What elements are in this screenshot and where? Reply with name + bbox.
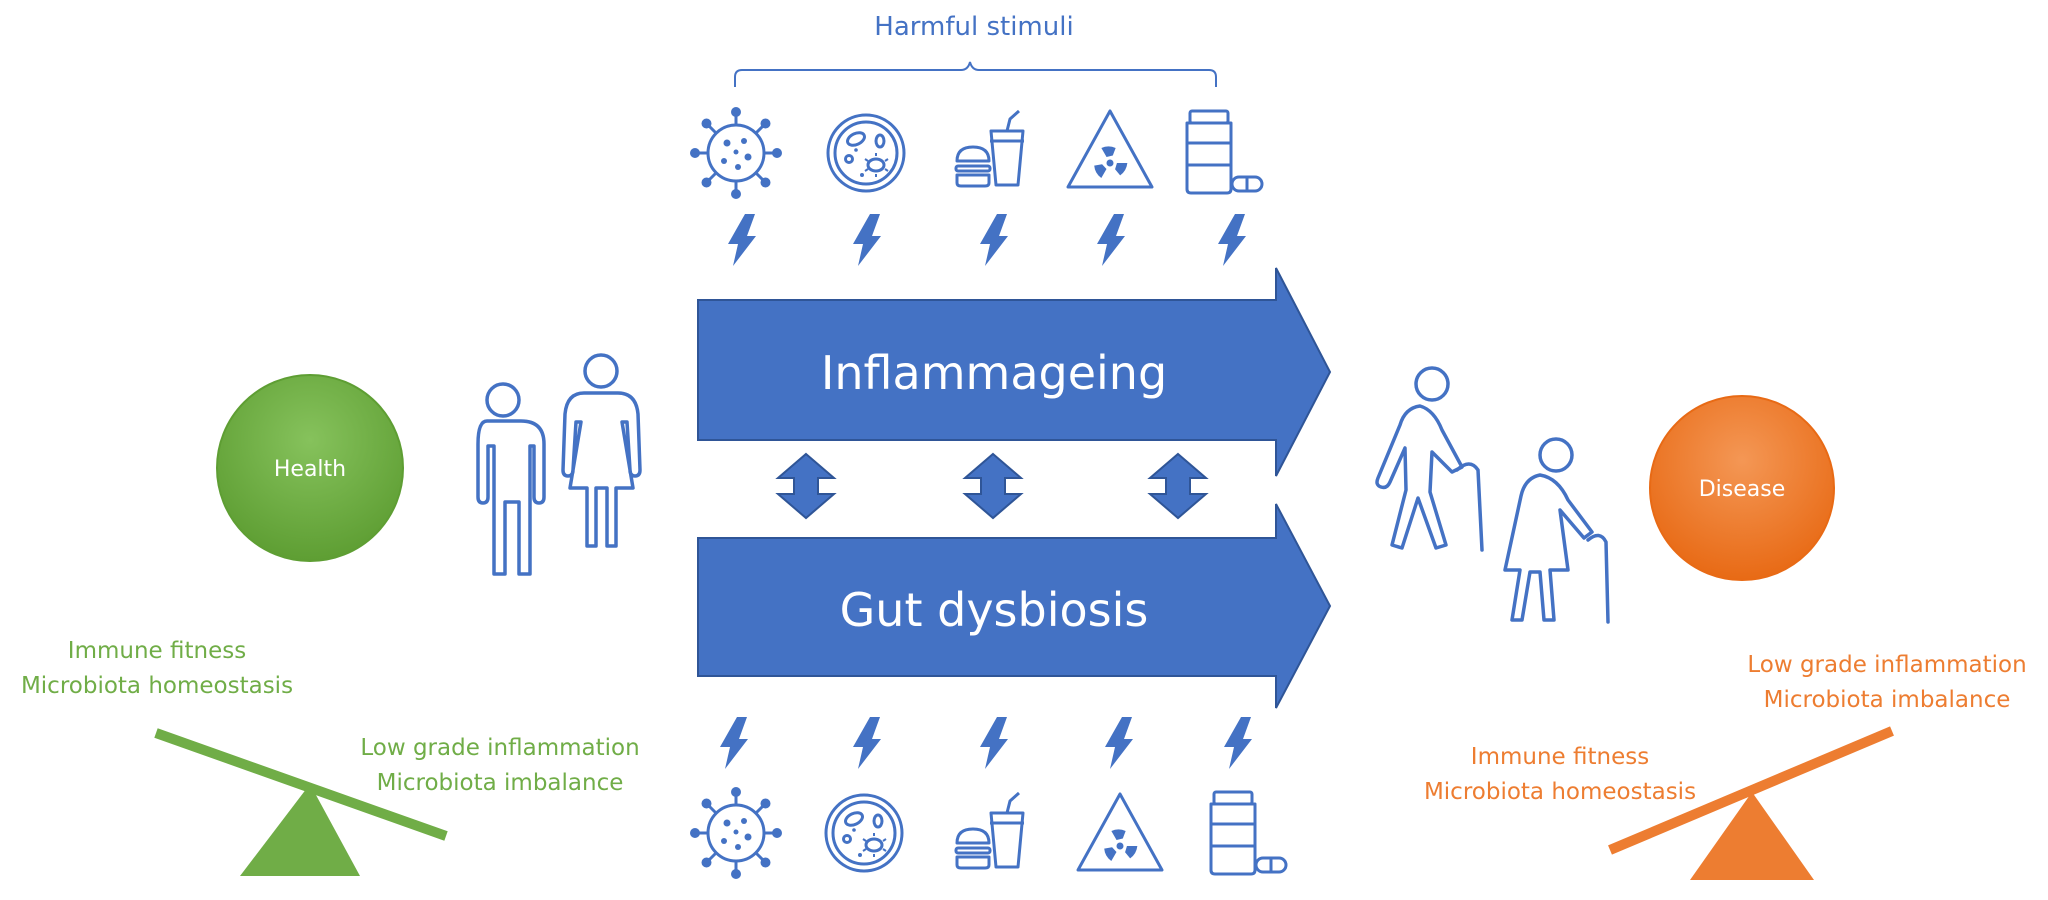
lightning-icon xyxy=(728,214,756,266)
bidirectional-arrow-icon xyxy=(964,453,1022,519)
bacteria-petri-dish-icon xyxy=(826,113,906,193)
bacteria-petri-dish-icon xyxy=(824,793,904,873)
bidirectional-arrow-icon xyxy=(777,453,835,519)
microbiota-imbalance-text: Microbiota imbalance xyxy=(376,770,624,796)
immune-fitness-text: Immune fitness xyxy=(67,638,247,664)
inflammageing-label: Inflammageing xyxy=(820,346,1168,400)
right-seesaw-beam xyxy=(1608,726,1894,855)
virus-icon xyxy=(690,787,782,879)
left-seesaw-beam xyxy=(154,728,448,841)
disease-label: Disease xyxy=(1698,477,1786,502)
low-grade-inflammation-text: Low grade inflammation xyxy=(360,735,640,761)
gut-dysbiosis-label: Gut dysbiosis xyxy=(839,583,1149,637)
left-seesaw-fulcrum xyxy=(240,784,360,876)
elderly-woman-icon xyxy=(1503,437,1610,624)
fast-food-icon xyxy=(954,109,1026,188)
lightning-icon xyxy=(853,717,881,769)
inflammageing-arrow xyxy=(697,267,1332,477)
left-raised-text: Immune fitness Microbiota homeostasis xyxy=(21,634,293,704)
harmful-stimuli-title: Harmful stimuli xyxy=(874,12,1074,42)
young-woman-icon xyxy=(561,353,642,548)
medication-bottle-icon xyxy=(1185,109,1264,195)
health-label: Health xyxy=(273,457,347,482)
virus-icon xyxy=(690,107,782,199)
right-seesaw-fulcrum xyxy=(1690,792,1814,880)
lightning-icon xyxy=(980,214,1008,266)
fast-food-icon xyxy=(954,791,1026,870)
elderly-man-icon xyxy=(1375,366,1484,552)
immune-fitness-text: Immune fitness xyxy=(1470,744,1650,770)
lightning-icon xyxy=(720,717,748,769)
stimuli-bracket xyxy=(734,61,1217,87)
left-lowered-text: Low grade inflammation Microbiota imbala… xyxy=(360,731,639,801)
lightning-icon xyxy=(853,214,881,266)
lightning-icon xyxy=(980,717,1008,769)
lightning-icon xyxy=(1224,717,1252,769)
bidirectional-arrow-icon xyxy=(1149,453,1207,519)
disease-circle xyxy=(1649,395,1835,581)
lightning-icon xyxy=(1097,214,1125,266)
lightning-icon xyxy=(1218,214,1246,266)
health-circle xyxy=(216,374,404,562)
medication-bottle-icon xyxy=(1209,790,1288,876)
microbiota-homeostasis-text: Microbiota homeostasis xyxy=(20,673,294,699)
radiation-warning-icon xyxy=(1076,792,1164,872)
microbiota-homeostasis-text: Microbiota homeostasis xyxy=(1423,779,1697,805)
microbiota-imbalance-text: Microbiota imbalance xyxy=(1763,687,2011,713)
lightning-icon xyxy=(1105,717,1133,769)
gut-dysbiosis-arrow xyxy=(697,503,1332,709)
radiation-warning-icon xyxy=(1066,109,1154,189)
right-lowered-text: Immune fitness Microbiota homeostasis xyxy=(1424,740,1696,810)
low-grade-inflammation-text: Low grade inflammation xyxy=(1747,652,2027,678)
young-man-icon xyxy=(476,382,546,576)
right-raised-text: Low grade inflammation Microbiota imbala… xyxy=(1747,648,2026,718)
